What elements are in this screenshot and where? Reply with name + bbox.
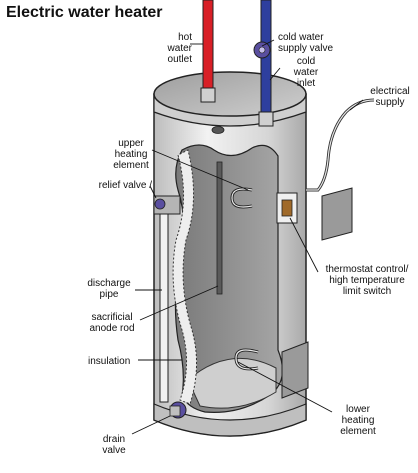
insulation-layer [172, 149, 198, 405]
label-drain-valve: drain valve [102, 434, 126, 456]
upper-cover-plate [321, 187, 353, 241]
label-cold-water-inlet: cold water inlet [293, 56, 319, 89]
diagram-title: Electric water heater [6, 4, 163, 21]
label-thermostat: thermostat control/ high temperature lim… [325, 264, 409, 297]
label-lower-heating-element: lower heating element [340, 404, 376, 437]
thermostat-switch [281, 199, 293, 217]
lower-cover-plate [281, 341, 309, 399]
label-insulation: insulation [88, 356, 131, 367]
label-cold-water-supply-valve: cold water supply valve [278, 32, 334, 54]
label-upper-heating-element: upper heating element [113, 138, 149, 171]
tank-lid [153, 71, 307, 117]
label-relief-valve: relief valve / [98, 180, 152, 191]
discharge-pipe [159, 211, 169, 403]
label-hot-water-outlet: hot water outlet [167, 32, 192, 65]
hot-water-pipe [202, 0, 214, 96]
anode-rod [216, 161, 223, 295]
label-discharge-pipe: discharge pipe [87, 278, 131, 300]
label-electrical-supply: electrical supply [370, 86, 410, 108]
cold-water-pipe [260, 0, 272, 119]
label-sacrificial-anode-rod: sacrificial anode rod [89, 312, 135, 334]
tank-base-band [153, 403, 307, 437]
leader-lines [131, 39, 364, 435]
electrical-cable [306, 98, 375, 192]
